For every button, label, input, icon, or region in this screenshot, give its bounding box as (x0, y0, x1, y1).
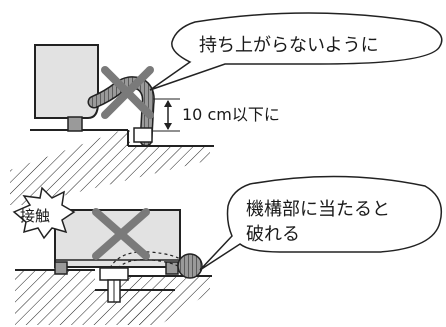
contact-burst (12, 186, 76, 240)
bottom-bubble-text-line1: 機構部に当たると (246, 199, 390, 220)
bottom-machine-foot-left (54, 261, 68, 275)
contact-burst-label: 接触 (20, 207, 50, 225)
bottom-bubble-text-line2: 破れる (246, 224, 300, 245)
top-x-mark (101, 66, 154, 119)
top-panel: 10 cm以下に 持ち上がらないように (10, 12, 443, 205)
top-floor (10, 129, 214, 205)
bottom-drain-hose (109, 251, 203, 279)
top-bubble-text: 持ち上がらないように (199, 35, 379, 56)
bottom-drain-trap (99, 267, 129, 303)
top-drain-hose (87, 76, 155, 147)
bottom-speech-bubble (199, 175, 443, 271)
height-dimension (153, 98, 180, 132)
bottom-panel: 接触 機構部に当たると 破れる (12, 175, 443, 325)
top-speech-bubble (149, 12, 443, 91)
top-machine-foot (67, 116, 83, 132)
top-drain-outlet (133, 127, 153, 143)
top-washing-machine (34, 44, 99, 132)
bottom-x-mark (92, 208, 150, 260)
hose-coil (177, 253, 203, 279)
height-limit-label: 10 cm以下に (182, 105, 280, 124)
